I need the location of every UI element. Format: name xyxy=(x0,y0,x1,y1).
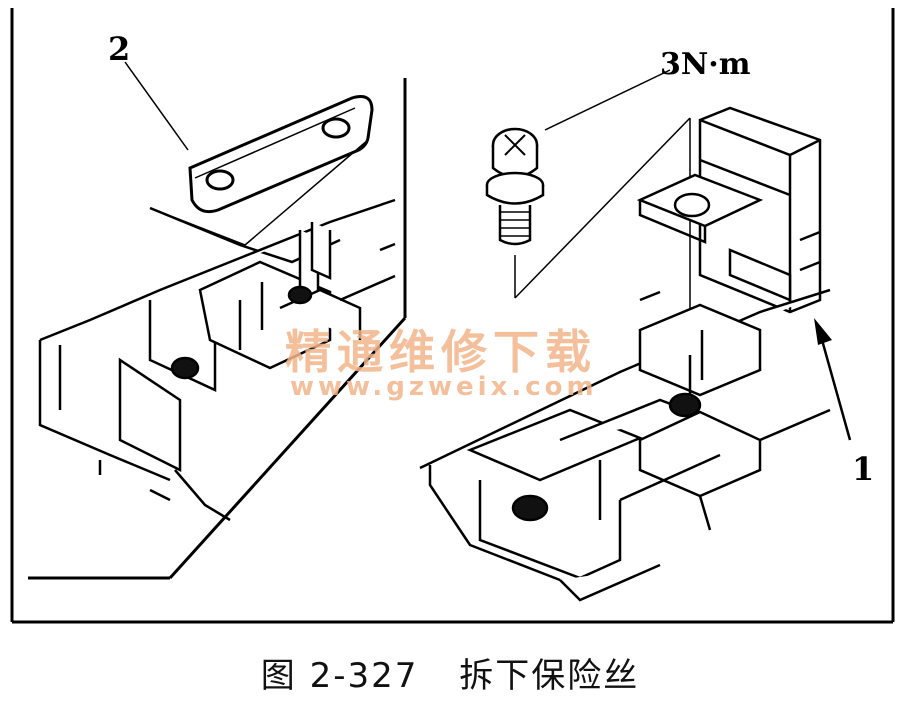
left-fuse-box xyxy=(38,198,396,522)
label-torque: 3N·m xyxy=(660,47,751,82)
left-inset-frame xyxy=(28,78,407,580)
main-fuse xyxy=(636,106,822,314)
part-1-arrow xyxy=(814,318,852,441)
figure-number: 图 2-327 xyxy=(260,656,419,696)
right-leader-lines xyxy=(514,69,691,355)
screw xyxy=(485,127,545,246)
figure-caption: 图 2-327 拆下保险丝 xyxy=(0,648,900,697)
diagram-frame xyxy=(10,8,895,624)
label-part-2: 2 xyxy=(108,30,130,68)
figure-title: 拆下保险丝 xyxy=(459,656,640,696)
watermark-url: www.gzweix.com xyxy=(290,372,598,402)
label-part-1: 1 xyxy=(852,450,874,488)
left-leader-lines xyxy=(124,61,369,246)
right-fuse-box xyxy=(419,288,831,602)
fuse-cover-plate xyxy=(188,95,374,214)
watermark-cn: 精通维修下载 xyxy=(285,325,597,379)
